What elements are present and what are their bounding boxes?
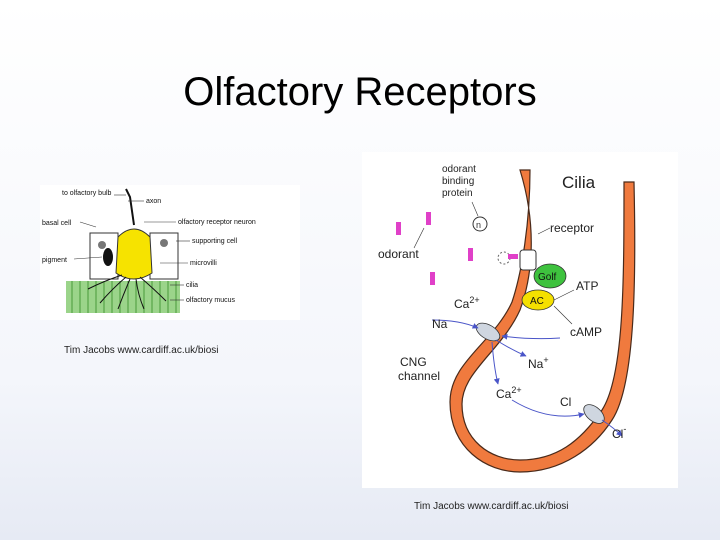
arrow-channel-ca bbox=[491, 341, 500, 385]
receptor-icon bbox=[519, 249, 537, 271]
label-na-in: Na bbox=[432, 317, 448, 331]
slide-title: Olfactory Receptors bbox=[183, 70, 537, 114]
binding-protein-icon bbox=[472, 216, 488, 232]
binding-protein-glyph: n bbox=[476, 220, 481, 230]
label-camp: cAMP bbox=[570, 325, 602, 339]
label-golf: Golf bbox=[538, 272, 557, 283]
label-to-olfactory-bulb: to olfactory bulb bbox=[62, 190, 112, 197]
arrow-channel-na bbox=[495, 339, 527, 357]
arrow-na-in bbox=[431, 319, 479, 329]
cilium-membrane bbox=[449, 169, 636, 473]
axon-line bbox=[125, 188, 135, 226]
label-cl: Cl bbox=[560, 395, 571, 409]
label-odorant-binding-protein: odorant binding protein bbox=[442, 164, 479, 199]
label-olfactory-mucus: olfactory mucus bbox=[186, 297, 236, 304]
label-odorant: odorant bbox=[378, 247, 419, 261]
label-cng-channel: CNG channel bbox=[398, 355, 440, 383]
label-ca-top: Ca2+ bbox=[454, 295, 480, 311]
bound-odorant bbox=[508, 254, 518, 259]
odorant-marker bbox=[426, 212, 431, 225]
label-cl-out: Cl- bbox=[612, 424, 626, 441]
cl-channel bbox=[583, 404, 605, 424]
label-ca-lower: Ca2+ bbox=[496, 385, 522, 401]
olfactory-receptor-neuron bbox=[115, 228, 153, 280]
olfactory-epithelium-diagram: to olfactory bulb axon basal cell olfact… bbox=[40, 185, 300, 320]
arrow-camp-channel bbox=[501, 333, 561, 340]
label-pigment: pigment bbox=[42, 257, 67, 264]
arrow-cl-out bbox=[601, 419, 623, 437]
cilia-transduction-diagram: n odorant binding protein Cilia receptor… bbox=[362, 152, 678, 488]
credit-left: Tim Jacobs www.cardiff.ac.uk/biosi bbox=[64, 345, 219, 356]
label-cilia-right: Cilia bbox=[562, 173, 596, 192]
label-supporting-cell: supporting cell bbox=[192, 238, 238, 245]
neuron-nucleus bbox=[103, 248, 113, 266]
odorant-marker bbox=[468, 248, 473, 261]
label-receptor: receptor bbox=[550, 221, 594, 235]
label-basal-cell: basal cell bbox=[42, 220, 72, 227]
label-olfactory-receptor-neuron: olfactory receptor neuron bbox=[178, 219, 256, 226]
label-microvilli: microvilli bbox=[190, 260, 217, 267]
odorant-marker bbox=[396, 222, 401, 235]
credit-right: Tim Jacobs www.cardiff.ac.uk/biosi bbox=[414, 501, 569, 512]
golf-protein bbox=[533, 263, 567, 289]
arrow-ca-cl bbox=[511, 399, 585, 419]
label-cilia-left: cilia bbox=[186, 282, 198, 289]
label-na-out: Na+ bbox=[528, 355, 549, 371]
label-axon: axon bbox=[146, 198, 161, 205]
odorant-marker bbox=[430, 272, 435, 285]
label-atp: ATP bbox=[576, 279, 598, 293]
label-ac: AC bbox=[530, 296, 544, 307]
